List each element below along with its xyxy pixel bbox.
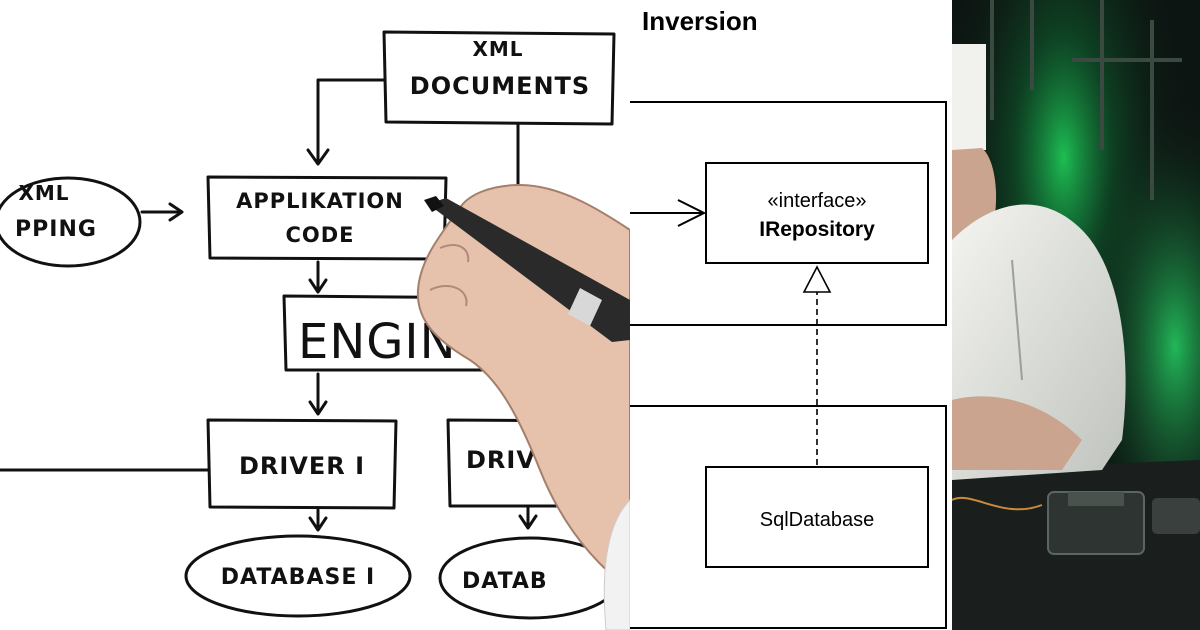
diagram-title: Inversion xyxy=(642,6,758,36)
app-to-engine-arrowhead xyxy=(308,278,328,294)
engine-to-driver-arrowhead xyxy=(308,400,328,416)
xml-mapping-label-line2: PPING xyxy=(15,217,97,242)
device-side xyxy=(1152,498,1200,534)
xml-documents-label-line1: XML xyxy=(472,37,523,61)
upper-package-frame xyxy=(630,101,947,326)
xml-documents-label-line2: DOCUMENTS xyxy=(410,72,590,100)
interface-name: IRepository xyxy=(759,218,875,241)
uml-diagram: «interface» IRepository SqlDatabase xyxy=(630,101,947,629)
xml-mapping-ellipse xyxy=(0,176,142,268)
application-code-label-line1: APPLIKATION xyxy=(236,189,404,213)
implementation-name: SqlDatabase xyxy=(760,509,875,531)
realization-triangle-arrowhead xyxy=(802,265,832,293)
docs-to-app-arrowhead xyxy=(306,148,330,166)
application-code-label-line2: CODE xyxy=(285,223,354,247)
database-2-label: DATAB xyxy=(462,569,548,594)
driver-1-box xyxy=(206,418,398,510)
driver2-to-db-arrowhead xyxy=(518,514,538,530)
hand-with-marker-icon xyxy=(416,183,630,630)
mapping-to-app-arrowhead xyxy=(168,202,184,222)
database-1-label: DATABASE I xyxy=(221,565,375,590)
device-top xyxy=(1068,492,1124,506)
sqldatabase-class-box xyxy=(705,466,929,568)
xml-mapping-label-line1: XML xyxy=(18,181,69,205)
lab-pipes xyxy=(990,0,1182,200)
hand-drawn-diagram: XML DOCUMENTS XML PPING APPLIKATION CODE… xyxy=(0,30,630,630)
interface-stereotype: «interface» xyxy=(768,190,867,212)
chef-photo-panel xyxy=(952,0,1200,630)
chef-photo xyxy=(952,0,1200,630)
hand-drawn-diagram-panel: XML DOCUMENTS XML PPING APPLIKATION CODE… xyxy=(0,30,630,630)
xml-documents-box xyxy=(382,30,616,126)
chef-hat xyxy=(952,44,986,150)
driver-1-label: DRIVER I xyxy=(239,452,365,480)
lower-package-frame xyxy=(630,405,947,629)
chef-figure-icon xyxy=(952,148,1126,481)
wire xyxy=(952,497,1043,511)
irepository-interface-box xyxy=(705,162,929,264)
docs-to-app-connector xyxy=(316,78,386,164)
usage-arrowhead xyxy=(677,199,707,227)
driver1-to-db-arrowhead xyxy=(308,516,328,532)
uml-diagram-panel: Inversion «interface» IRepository SqlDat… xyxy=(630,0,952,630)
database-1-ellipse xyxy=(184,534,412,618)
